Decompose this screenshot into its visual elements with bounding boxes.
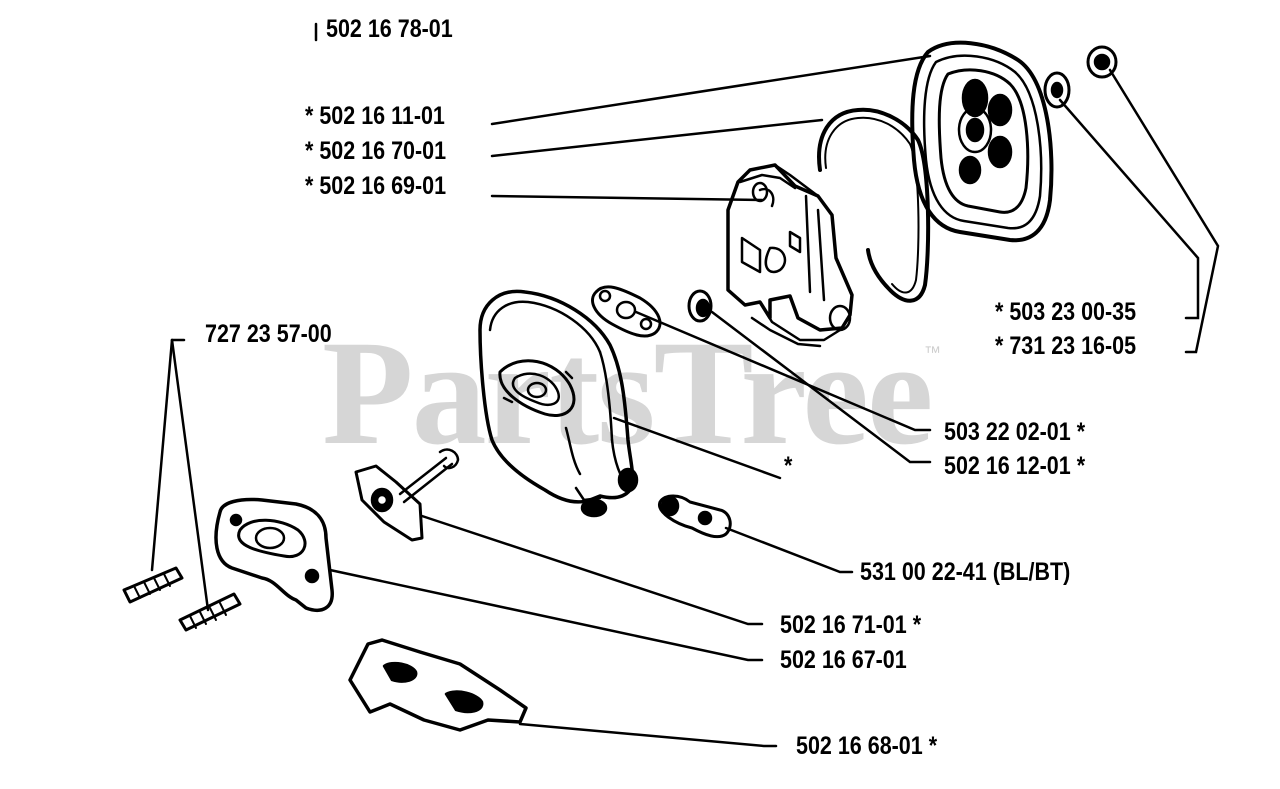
- part-label-p7[interactable]: 503 22 02-01 *: [944, 418, 1086, 446]
- carburetor-part[interactable]: [726, 163, 854, 348]
- nut-part[interactable]: [1086, 45, 1118, 79]
- leader-line-p3: [490, 194, 764, 202]
- gasket-part[interactable]: [591, 285, 662, 338]
- leader-line-p11: [420, 514, 764, 626]
- assembly-number-label: 502 16 78-01: [326, 15, 453, 43]
- part-label-p1[interactable]: * 502 16 11-01: [305, 102, 445, 130]
- leader-line-p13: [518, 722, 778, 748]
- part-label-p8[interactable]: 502 16 12-01 *: [944, 452, 1086, 480]
- base-plate-part[interactable]: [348, 638, 528, 732]
- part-label-p5[interactable]: * 503 23 00-35: [995, 298, 1137, 326]
- leader-line-p6: [1108, 68, 1220, 354]
- stud-bolt-part[interactable]: [122, 566, 184, 604]
- leader-line-p12: [328, 568, 764, 662]
- leader-line-p10: [724, 526, 854, 574]
- wire-bracket-part[interactable]: [817, 107, 931, 303]
- leader-line-p2: [490, 118, 824, 158]
- stud-bolt-part-2[interactable]: [178, 592, 242, 632]
- washer-part[interactable]: [1043, 71, 1071, 109]
- insulator-gasket-part[interactable]: [214, 497, 334, 612]
- part-label-p6[interactable]: * 731 23 16-05: [995, 332, 1137, 360]
- leader-line-p8: [710, 310, 932, 464]
- watermark-trademark: ™: [924, 343, 941, 362]
- spacer-part[interactable]: [687, 289, 713, 323]
- part-label-p4[interactable]: 727 23 57-00: [205, 320, 332, 348]
- leader-line-p1: [490, 54, 932, 126]
- leader-line-p7: [634, 310, 932, 432]
- leader-line-p5: [1058, 98, 1200, 320]
- leader-lines: [150, 22, 1220, 748]
- choke-plate-part[interactable]: [354, 448, 460, 542]
- leader-line-p4b: [170, 338, 210, 612]
- leader-line-p9: [612, 416, 782, 480]
- part-label-p3[interactable]: * 502 16 69-01: [305, 172, 447, 200]
- part-label-p10[interactable]: 531 00 22-41 (BL/BT): [860, 558, 1071, 586]
- part-label-p12[interactable]: 502 16 67-01: [780, 646, 907, 674]
- part-label-p2[interactable]: * 502 16 70-01: [305, 137, 447, 165]
- leader-line-p4a: [150, 338, 174, 572]
- part-label-p9[interactable]: *: [784, 452, 793, 480]
- part-label-p11[interactable]: 502 16 71-01 *: [780, 611, 922, 639]
- intake-housing-part[interactable]: [478, 289, 639, 518]
- air-filter-part[interactable]: [910, 40, 1054, 243]
- part-label-p13[interactable]: 502 16 68-01 *: [796, 732, 938, 760]
- fitting-part[interactable]: [658, 494, 732, 539]
